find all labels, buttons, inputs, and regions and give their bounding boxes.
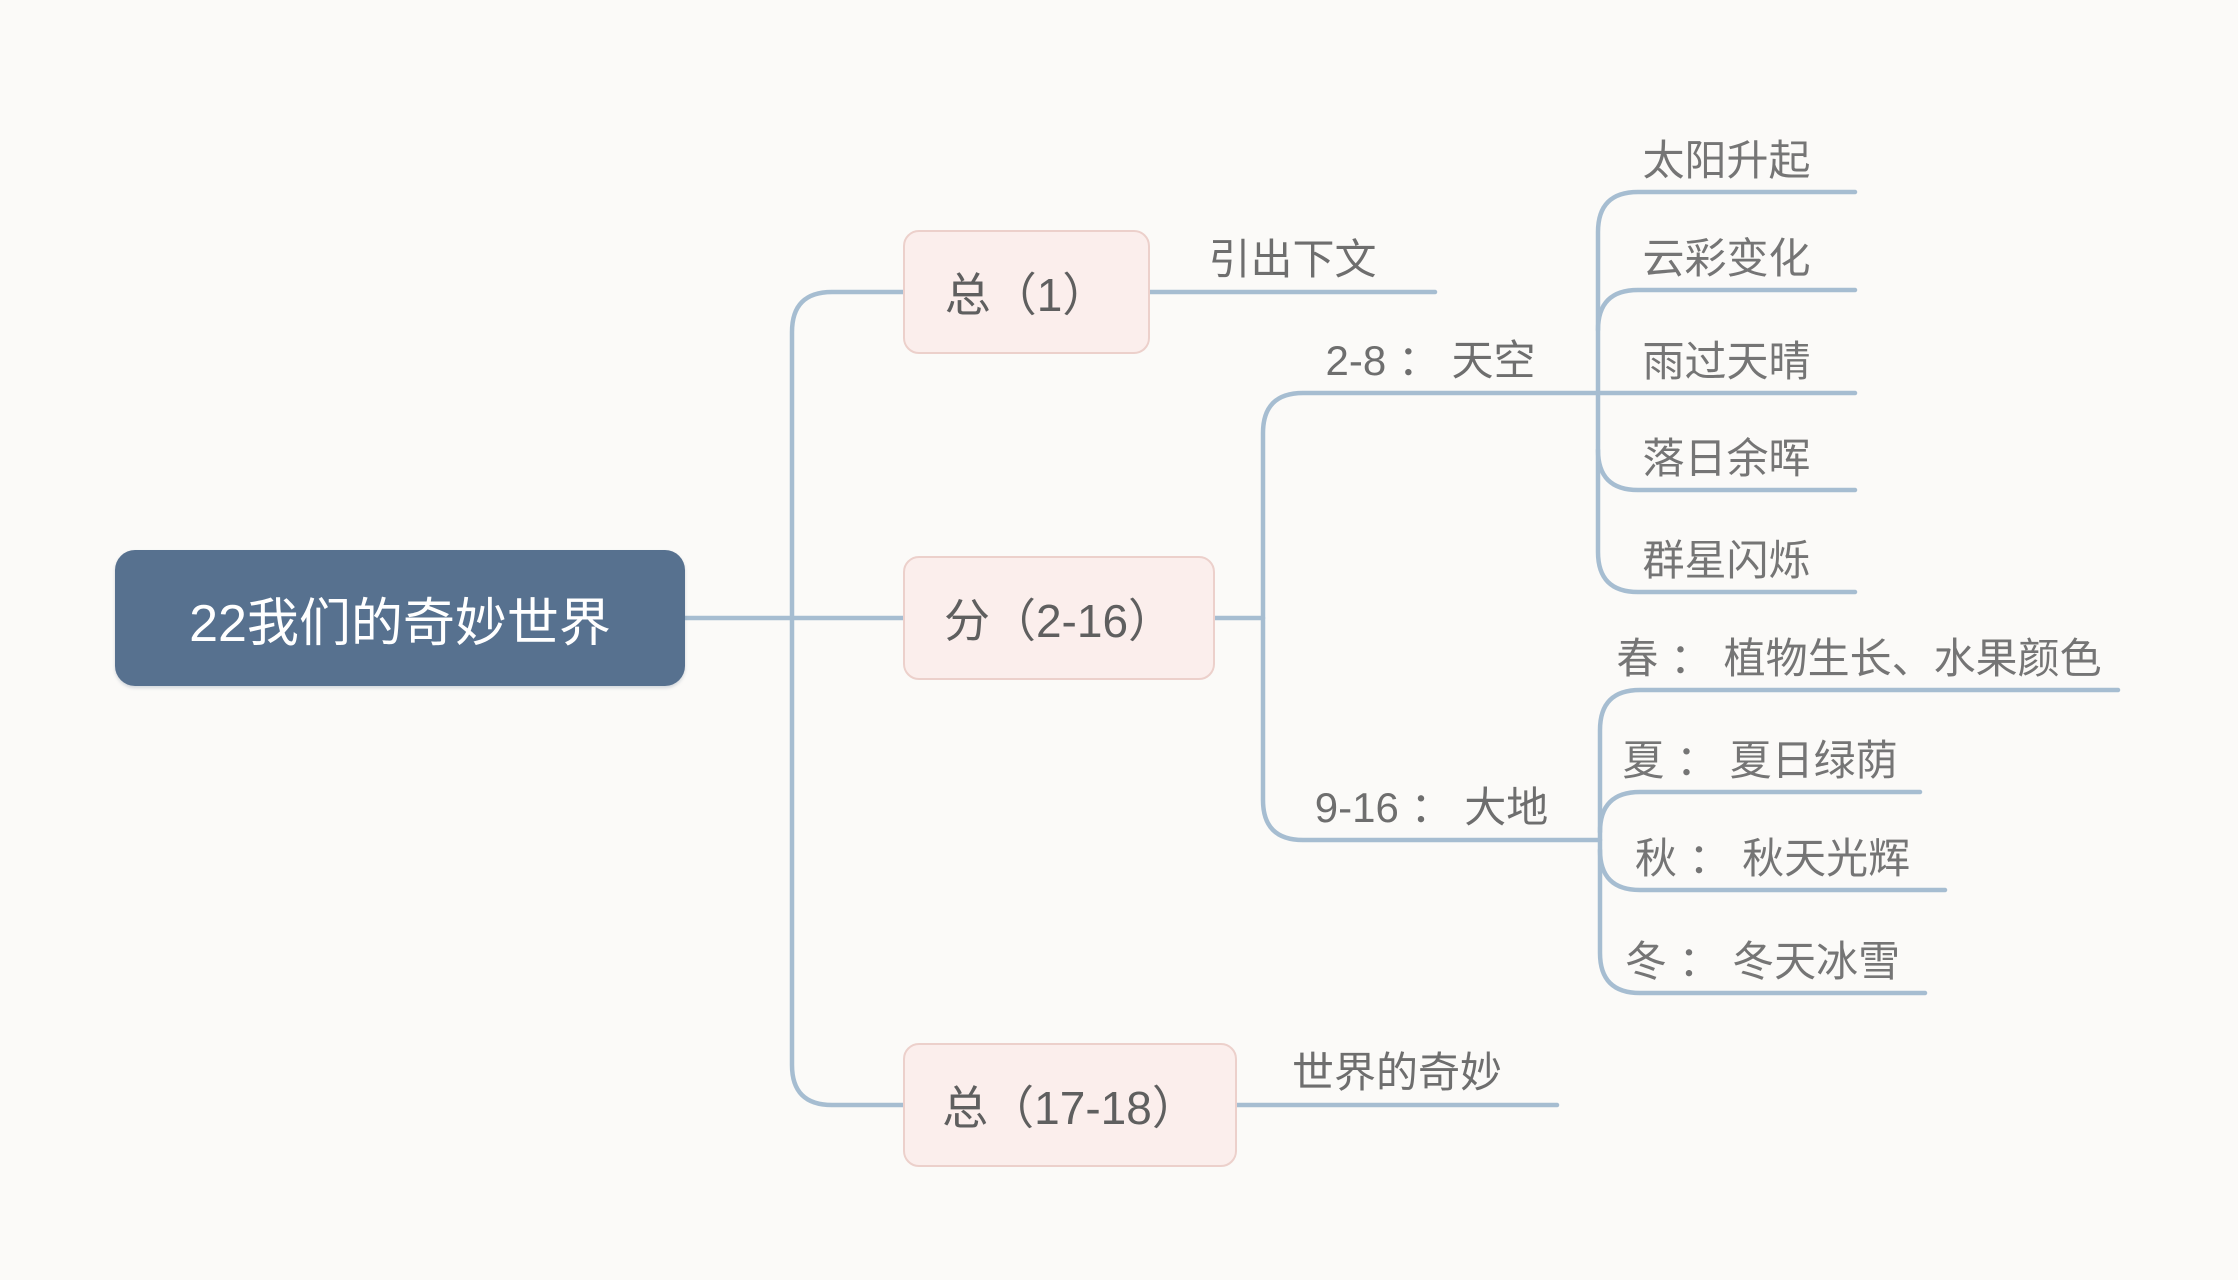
leaf-topic-sky-2[interactable]: 云彩变化: [1642, 235, 1811, 282]
connector-sub-spine: [1260, 390, 1603, 843]
branch-node-zong-17-18-label: 总（17-18）: [942, 1082, 1198, 1134]
branch-node-zong-17-18[interactable]: 总（17-18）: [903, 1043, 1237, 1167]
leaf-topic-summer[interactable]: 夏 ： 夏日绿荫: [1622, 737, 1898, 784]
root-node-label: 22我们的奇妙世界: [189, 594, 611, 653]
leaf-topic-sky-5[interactable]: 群星闪烁: [1642, 537, 1811, 584]
connector-earth-leaf2: [1597, 789, 1923, 835]
branch-node-zong-1[interactable]: 总（1）: [903, 230, 1150, 354]
leaf-topic-spring[interactable]: 春 ： 植物生长、水果颜色: [1616, 635, 2102, 682]
leaf-topic-autumn[interactable]: 秋 ： 秋天光辉: [1634, 835, 1911, 882]
leaf-topic-sky-1[interactable]: 太阳升起: [1642, 137, 1811, 184]
connector-sky-leaf4: [1595, 447, 1858, 493]
connector-sky-leaf2: [1595, 287, 1858, 333]
note-topic-yinchuxiawen[interactable]: 引出下文: [1208, 236, 1377, 283]
connector-earth-leaf3: [1597, 847, 1948, 893]
connector-trunk: [789, 289, 906, 1108]
note-topic-shijiedeqimiao[interactable]: 世界的奇妙: [1291, 1049, 1502, 1096]
root-node[interactable]: 22我们的奇妙世界: [115, 550, 685, 686]
leaf-topic-winter[interactable]: 冬 ： 冬天冰雪: [1624, 938, 1901, 985]
connector-earth-spine: [1597, 687, 2121, 996]
branch-node-zong-1-label: 总（1）: [944, 269, 1109, 321]
leaf-topic-sky-4[interactable]: 落日余晖: [1642, 435, 1811, 482]
connector-sky-spine: [1595, 189, 1858, 595]
branch-node-fen-2-16[interactable]: 分（2-16）: [903, 556, 1215, 680]
branch-node-fen-2-16-label: 分（2-16）: [943, 595, 1175, 647]
group-topic-earth[interactable]: 9-16 ： 大地: [1314, 784, 1549, 831]
leaf-topic-sky-3[interactable]: 雨过天晴: [1642, 338, 1811, 385]
group-topic-sky[interactable]: 2-8 ： 天空: [1325, 337, 1536, 384]
